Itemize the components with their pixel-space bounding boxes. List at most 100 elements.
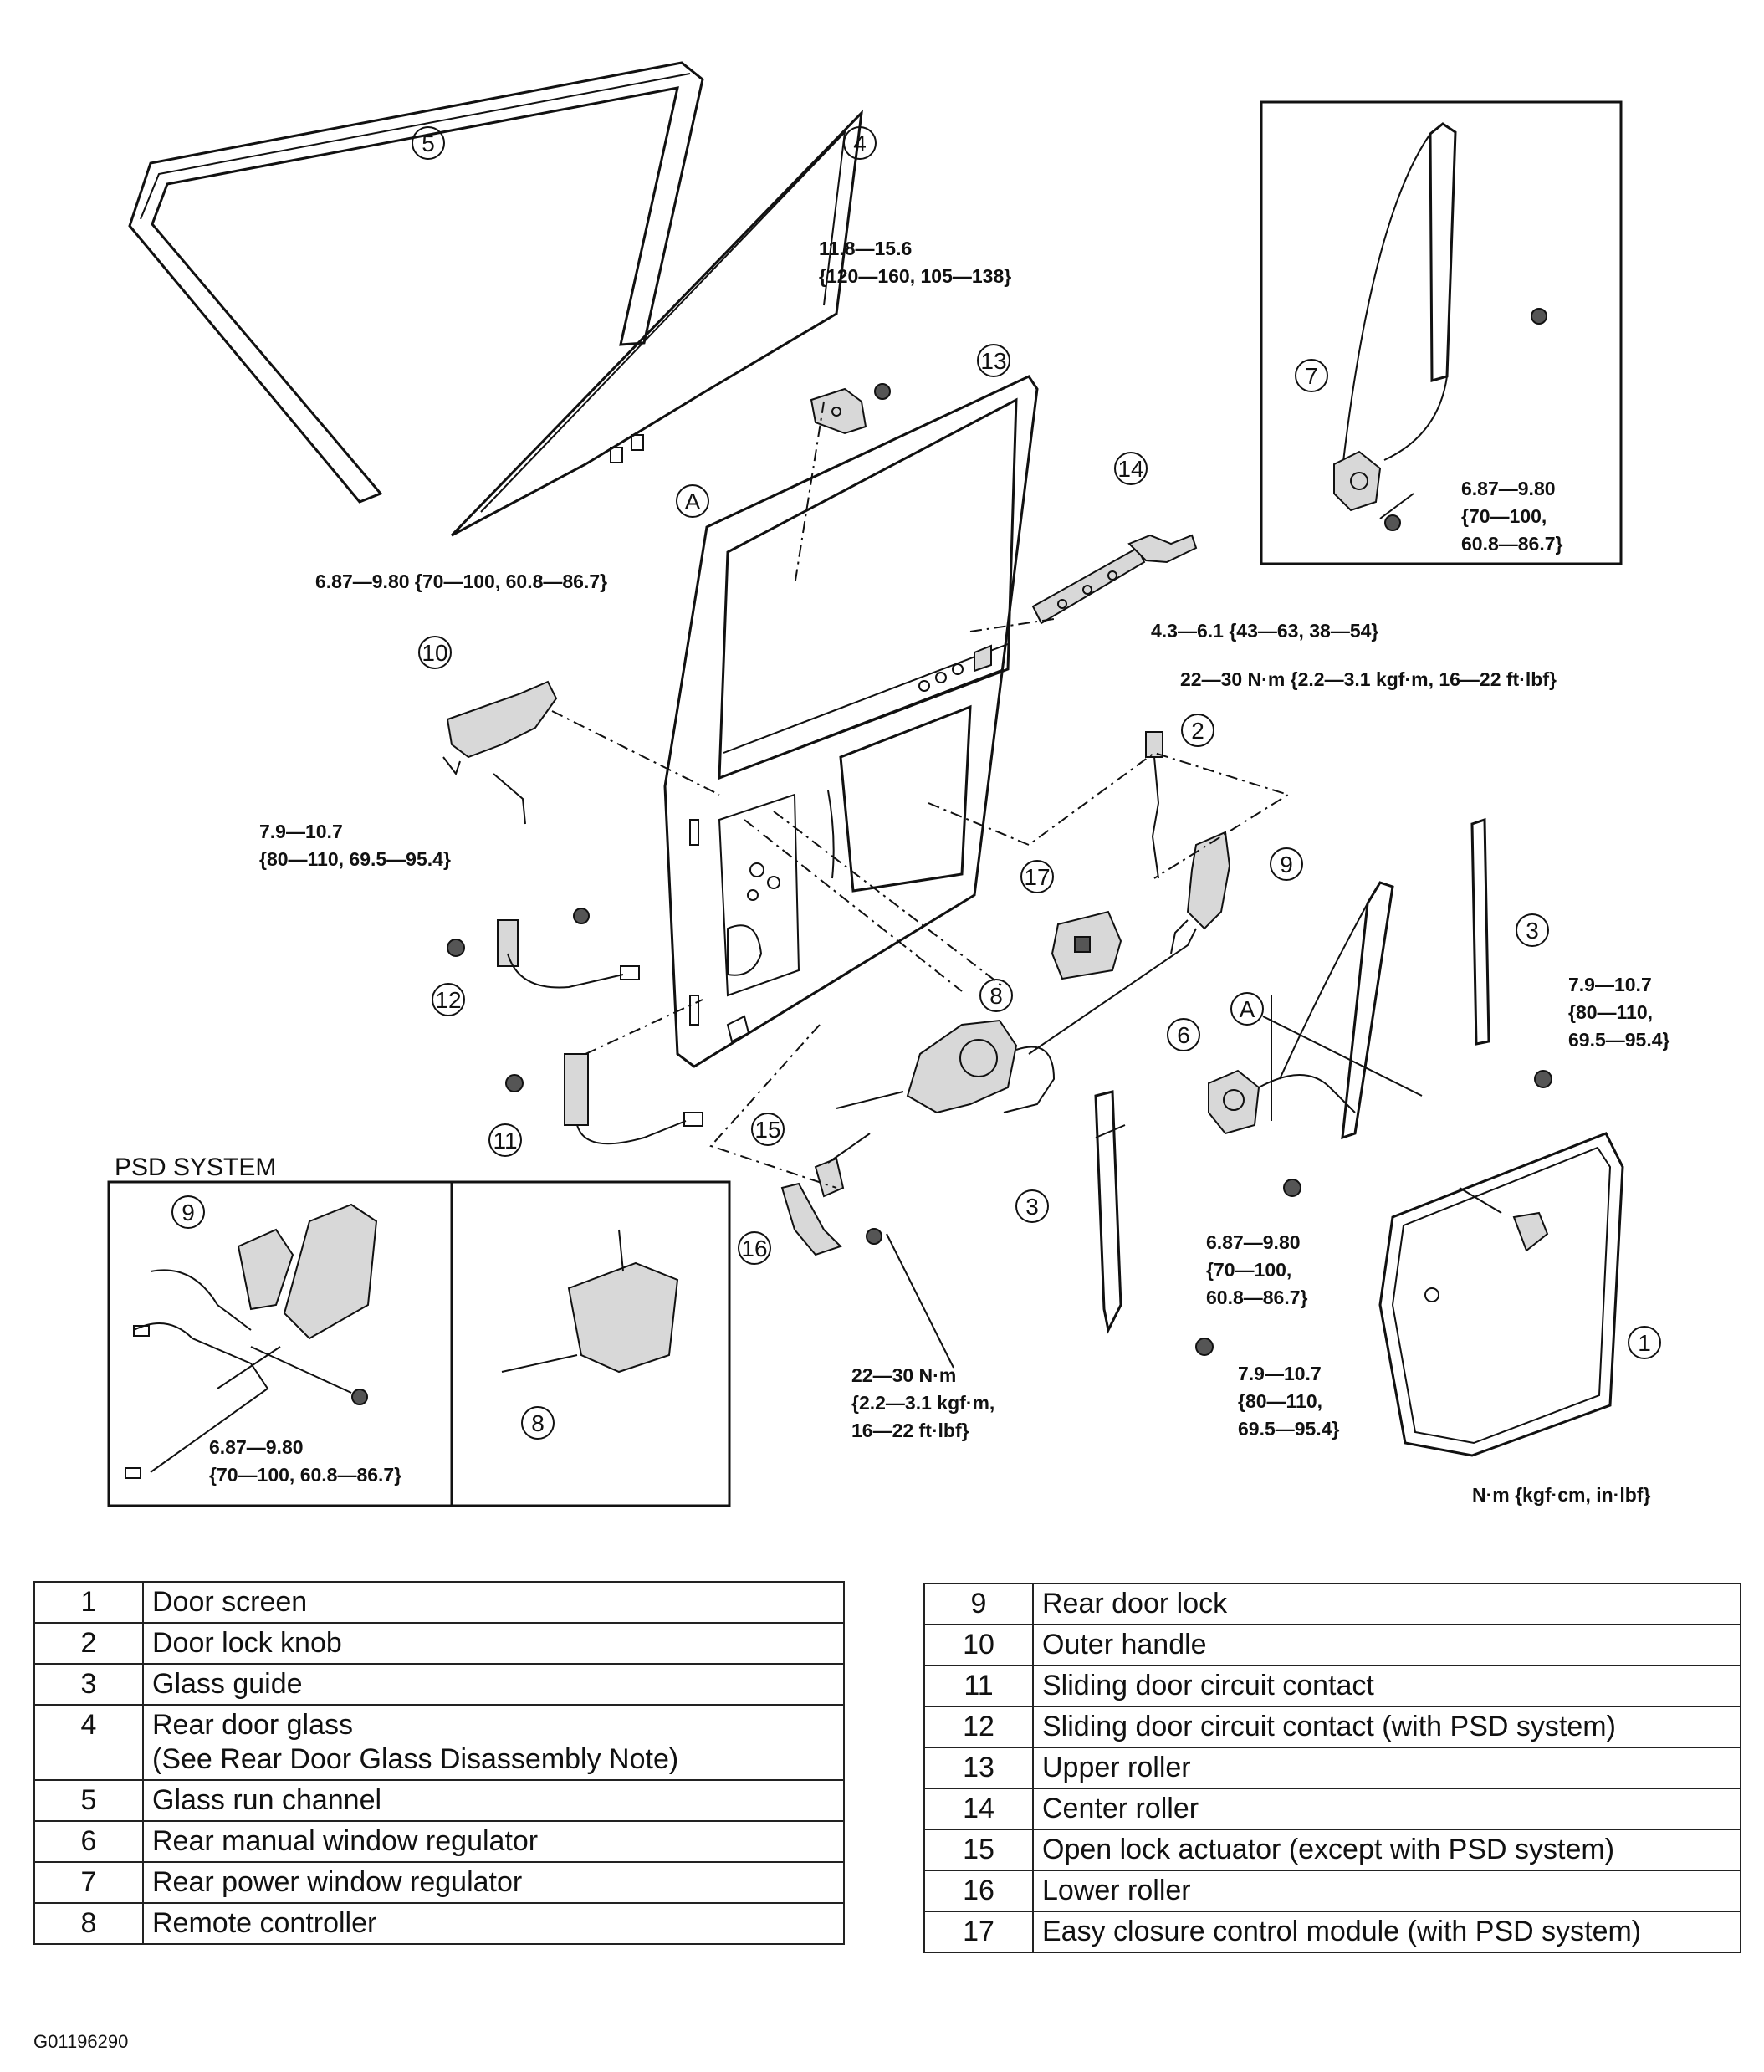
door-inner-panel: [663, 375, 1039, 1068]
torque-door-lock: 22—30 N·m {2.2—3.1 kgf·m, 16—22 ft·lbf}: [1180, 668, 1557, 690]
svg-text:13: 13: [980, 348, 1006, 374]
svg-text:15: 15: [754, 1117, 780, 1143]
open-lock-actuator: [814, 1133, 871, 1198]
callout-11: 11: [488, 1123, 522, 1157]
torque-power-regulator: 6.87—9.80 {70—100, 60.8—86.7}: [1461, 478, 1563, 555]
part-name: Lower roller: [1032, 1870, 1741, 1912]
callout-16: 16: [738, 1231, 771, 1265]
psd-inset-right: [450, 1180, 731, 1507]
callout-4: 4: [843, 126, 877, 160]
svg-text:4: 4: [853, 130, 867, 156]
part-name: Sliding door circuit contact (with PSD s…: [1032, 1706, 1741, 1748]
glass-guide-right: [1470, 817, 1552, 1088]
svg-text:{70—100,: {70—100,: [1461, 505, 1547, 527]
svg-text:{80—110,: {80—110,: [1238, 1390, 1322, 1412]
upper-roller: [810, 383, 891, 435]
door-lock-knob: [1145, 731, 1163, 879]
exploded-diagram: PSD SYSTEM: [107, 61, 1670, 1507]
svg-text:5: 5: [422, 130, 435, 156]
svg-text:{2.2—3.1 kgf·m,: {2.2—3.1 kgf·m,: [851, 1392, 994, 1414]
callout-9-psd: 9: [171, 1195, 205, 1229]
callout-6: 6: [1167, 1018, 1200, 1051]
part-name: Rear manual window regulator: [142, 1820, 845, 1863]
part-name: Remote controller: [142, 1902, 845, 1945]
part-name: Glass guide: [142, 1663, 845, 1706]
svg-text:{70—100, 60.8—86.7}: {70—100, 60.8—86.7}: [209, 1464, 401, 1486]
psd-system-title: PSD SYSTEM: [115, 1154, 276, 1181]
svg-text:{120—160, 105—138}: {120—160, 105—138}: [819, 265, 1011, 287]
svg-text:9: 9: [1280, 852, 1293, 877]
psd-remote-controller: [501, 1229, 679, 1374]
power-regulator-inset: [1260, 100, 1623, 565]
callout-14: 14: [1114, 452, 1148, 485]
part-number: 8: [33, 1902, 144, 1945]
power-window-regulator: [1333, 122, 1547, 531]
svg-text:6.87—9.80: 6.87—9.80: [209, 1436, 304, 1458]
svg-text:{80—110, 69.5—95.4}: {80—110, 69.5—95.4}: [259, 848, 451, 870]
rear-door-glass: [450, 109, 864, 537]
assembly-lines: [217, 401, 1502, 1389]
svg-text:6: 6: [1177, 1022, 1190, 1048]
part-name: Door lock knob: [142, 1622, 845, 1665]
svg-text:{70—100,: {70—100,: [1206, 1259, 1291, 1281]
svg-text:22—30 N·m: 22—30 N·m: [851, 1364, 956, 1386]
figure-code: G01196290: [33, 2031, 129, 2052]
svg-text:11: 11: [493, 1128, 517, 1154]
part-number: 7: [33, 1861, 144, 1904]
callout-3-upper: 3: [1516, 913, 1549, 947]
svg-text:17: 17: [1024, 864, 1050, 890]
callout-15: 15: [751, 1113, 785, 1146]
svg-text:3: 3: [1526, 918, 1539, 944]
part-number: 12: [923, 1706, 1034, 1748]
part-name: Sliding door circuit contact: [1032, 1665, 1741, 1707]
svg-text:8: 8: [531, 1410, 545, 1436]
svg-text:1: 1: [1638, 1330, 1651, 1356]
svg-text:10: 10: [422, 640, 447, 666]
callout-5: 5: [412, 126, 445, 160]
part-number: 17: [923, 1911, 1034, 1953]
sliding-door-circuit-contact-psd: [447, 908, 640, 989]
sliding-door-circuit-contact: [505, 1053, 703, 1145]
svg-text:69.5—95.4}: 69.5—95.4}: [1568, 1029, 1670, 1051]
callout-1: 1: [1628, 1326, 1661, 1359]
callout-8-psd: 8: [521, 1406, 555, 1440]
ref-a-regulator: A: [1230, 992, 1264, 1026]
part-number: 3: [33, 1663, 144, 1706]
torque-glass-guide-lower: 7.9—10.7 {80—110, 69.5—95.4}: [1238, 1363, 1340, 1440]
part-name: Center roller: [1032, 1788, 1741, 1830]
part-name: Rear door glass (See Rear Door Glass Dis…: [142, 1704, 845, 1781]
part-number: 5: [33, 1779, 144, 1822]
callout-17: 17: [1020, 860, 1054, 893]
svg-text:11.8—15.6: 11.8—15.6: [819, 238, 912, 259]
part-name: Rear door lock: [1032, 1583, 1741, 1625]
part-number: 11: [923, 1665, 1034, 1707]
part-name: Glass run channel: [142, 1779, 845, 1822]
svg-text:7: 7: [1305, 363, 1318, 389]
torque-manual-regulator: 6.87—9.80 {70—100, 60.8—86.7}: [1206, 1231, 1308, 1308]
part-number: 14: [923, 1788, 1034, 1830]
svg-text:A: A: [1240, 996, 1255, 1022]
part-name: Easy closure control module (with PSD sy…: [1032, 1911, 1741, 1953]
svg-text:2: 2: [1191, 718, 1204, 744]
part-name: Rear power window regulator: [142, 1861, 845, 1904]
svg-text:A: A: [685, 489, 701, 514]
torque-psd: 6.87—9.80 {70—100, 60.8—86.7}: [209, 1436, 401, 1486]
part-number: 4: [33, 1704, 144, 1781]
outer-handle: [442, 680, 558, 825]
torque-glass-guide-right: 7.9—10.7 {80—110, 69.5—95.4}: [1568, 974, 1670, 1051]
